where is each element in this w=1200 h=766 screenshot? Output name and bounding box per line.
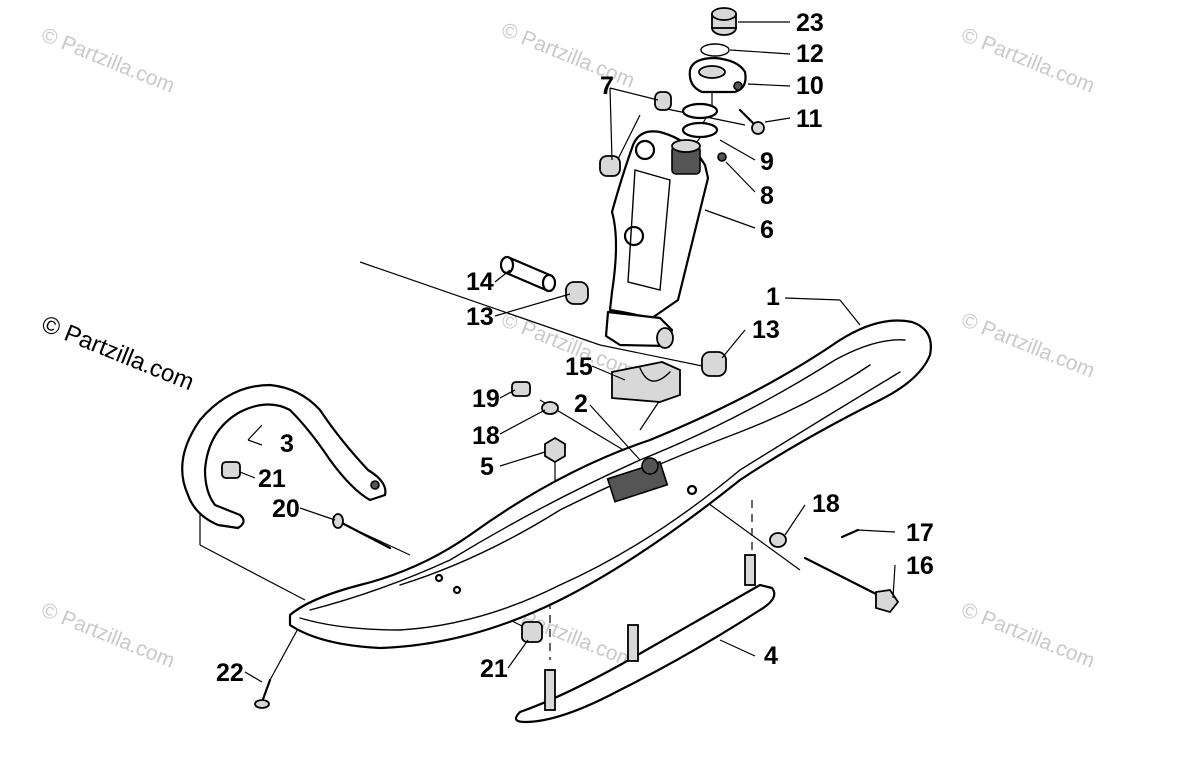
watermark-middle-right: © Partzilla.com xyxy=(958,308,1098,382)
part-17-pin xyxy=(840,528,860,539)
callout-23: 23 xyxy=(796,9,824,37)
part-7-bushings xyxy=(599,91,672,177)
watermark-bottom-right: © Partzilla.com xyxy=(958,598,1098,672)
part-11-bolt xyxy=(738,108,765,135)
callout-19: 19 xyxy=(472,385,500,413)
callout-21-top: 21 xyxy=(258,465,286,493)
callout-13-left: 13 xyxy=(466,303,494,331)
part-10-clamp xyxy=(688,56,747,94)
watermark-top-center: © Partzilla.com xyxy=(498,18,638,92)
part-3-handle xyxy=(181,383,387,530)
part-18-washer-top xyxy=(541,401,559,415)
callout-10: 10 xyxy=(796,72,824,100)
part-23-cap xyxy=(711,7,737,36)
part-20-bolt xyxy=(332,513,392,550)
callout-12: 12 xyxy=(796,40,824,68)
part-16-bolt xyxy=(803,556,900,614)
callout-5: 5 xyxy=(480,453,494,481)
part-1-ski xyxy=(288,319,932,650)
callout-20: 20 xyxy=(272,495,300,523)
watermark-main: © Partzilla.com xyxy=(38,311,198,397)
part-6-spindle xyxy=(604,130,710,349)
callout-16: 16 xyxy=(906,552,934,580)
watermark-top-left: © Partzilla.com xyxy=(38,23,178,97)
callout-1: 1 xyxy=(766,283,780,311)
callout-13-right: 13 xyxy=(752,316,780,344)
callout-labels: 23 12 10 11 7 9 8 6 14 13 1 13 15 19 2 1… xyxy=(216,9,934,687)
callout-18-bottom: 18 xyxy=(812,490,840,518)
part-9-washers xyxy=(681,102,719,139)
part-15-stopper xyxy=(611,361,681,403)
callout-leaders xyxy=(239,21,896,683)
watermark-bottom-left: © Partzilla.com xyxy=(38,598,178,672)
callout-9: 9 xyxy=(760,148,774,176)
callout-4: 4 xyxy=(764,642,778,670)
part-12-snap-ring xyxy=(700,43,730,57)
callout-2: 2 xyxy=(574,390,588,418)
callout-3: 3 xyxy=(280,430,294,458)
callout-6: 6 xyxy=(760,216,774,244)
part-4-wear-bar xyxy=(514,554,776,724)
callout-11: 11 xyxy=(796,105,823,133)
callout-22: 22 xyxy=(216,659,244,687)
callout-18-top: 18 xyxy=(472,422,500,450)
part-8-grease-fitting xyxy=(717,152,727,162)
callout-21-bottom: 21 xyxy=(480,655,508,683)
callout-17: 17 xyxy=(906,519,934,547)
part-21-nuts xyxy=(221,461,543,643)
part-19-nut xyxy=(511,381,531,397)
callout-14: 14 xyxy=(466,268,494,296)
part-14-sleeve xyxy=(499,255,557,293)
part-22-screw xyxy=(254,678,272,709)
watermark-top-right: © Partzilla.com xyxy=(958,23,1098,97)
callout-15: 15 xyxy=(565,353,593,381)
callout-7: 7 xyxy=(600,72,614,100)
part-13-bushings xyxy=(565,281,727,377)
part-5-nut xyxy=(544,436,566,464)
callout-8: 8 xyxy=(760,182,774,210)
part-18-washer-bottom xyxy=(769,532,787,548)
